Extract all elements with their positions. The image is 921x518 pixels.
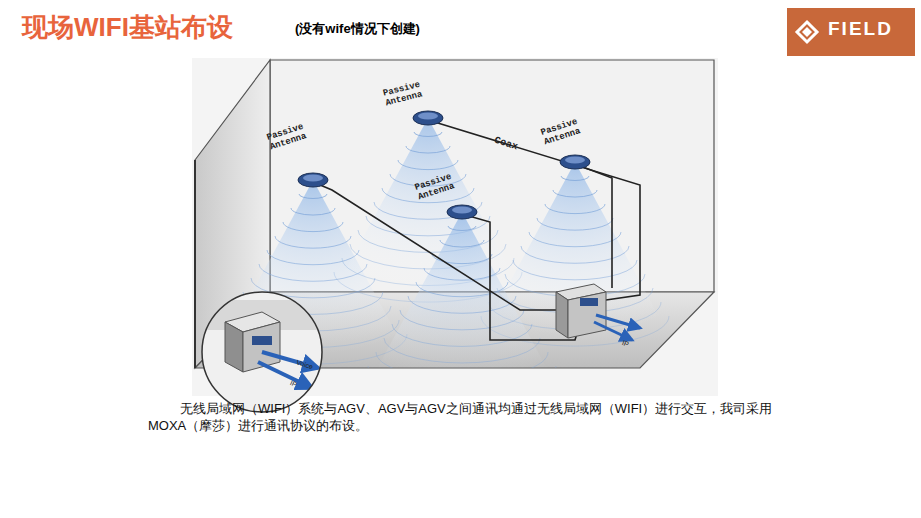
coax-wires	[313, 120, 640, 340]
note: (没有wife情况下创建)	[295, 22, 420, 36]
field-logo	[787, 8, 915, 56]
caption: 无线局域网（WIFI）系统与AGV、AGV与AGV之间通讯均通过无线局域网（WI…	[148, 400, 773, 434]
passive-antennas	[298, 111, 590, 219]
wall-edge	[194, 160, 196, 368]
image-frame	[192, 58, 718, 396]
inset-detail	[200, 292, 325, 412]
access-point	[556, 284, 640, 340]
logo-text: FIELD	[828, 19, 893, 40]
slide-title: 现场WIFI基站布设	[22, 10, 233, 45]
